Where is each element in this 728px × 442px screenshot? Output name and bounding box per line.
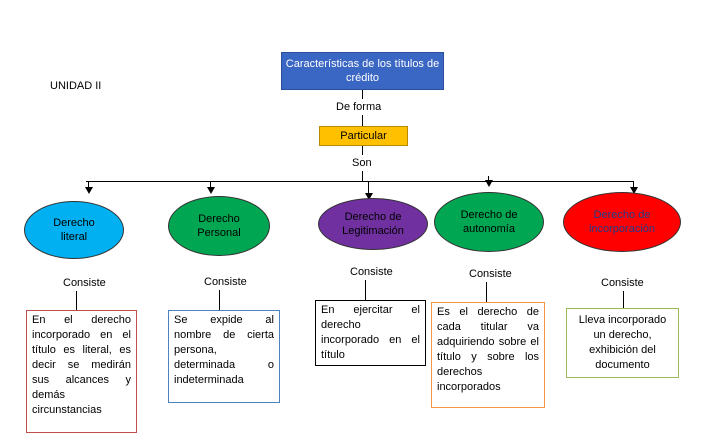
link-label: Consiste (350, 266, 393, 278)
link-label: Consiste (204, 276, 247, 288)
link-label: Consiste (63, 277, 106, 289)
arrow-head-icon (630, 187, 638, 194)
connector-label-de-forma: De forma (336, 101, 382, 113)
concept-label: Derecho de incorporación (588, 209, 656, 235)
connector-line (362, 115, 363, 126)
connector-line (362, 90, 363, 99)
arrow-head-icon (365, 193, 373, 200)
branch-drop (368, 181, 369, 195)
concept-derecho-legitimacion: Derecho de Legitimación (318, 198, 428, 250)
arrow-head-icon (207, 187, 215, 194)
arrow-head-icon (485, 180, 493, 187)
arrow-head-icon (85, 187, 93, 194)
branch-drop (488, 176, 489, 182)
description-box-personal: Se expide al nombre de cierta persona, d… (168, 310, 280, 403)
link-label: Consiste (469, 268, 512, 280)
concept-label: Derecho de Legitimación (342, 211, 404, 237)
unit-label: UNIDAD II (50, 80, 102, 92)
description-box-legitimacion: En ejercitar el derecho incorporado en e… (315, 300, 426, 366)
concept-label: Derecho literal (53, 217, 95, 243)
connector-label-son: Son (352, 157, 372, 169)
branch-drop (210, 181, 211, 189)
concept-label: Derecho Personal (197, 213, 241, 239)
concept-label: Derecho de autonomía (460, 209, 518, 235)
concept-derecho-autonomia: Derecho de autonomía (434, 192, 544, 252)
connector-line (362, 171, 363, 181)
particular-node: Particular (319, 126, 408, 146)
branch-drop (633, 181, 634, 189)
description-box-autonomia: Es el derecho de cada titular va adquiri… (431, 302, 545, 408)
concept-derecho-incorporacion: Derecho de incorporación (563, 192, 681, 252)
branch-drop (88, 181, 89, 189)
concept-derecho-personal: Derecho Personal (168, 196, 270, 256)
link-line (623, 291, 624, 308)
concept-derecho-literal: Derecho literal (24, 201, 124, 259)
link-line (219, 290, 220, 314)
branch-bar (86, 181, 634, 182)
connector-line (362, 146, 363, 155)
link-line (365, 280, 366, 300)
link-line (486, 282, 487, 302)
link-line (76, 291, 77, 315)
link-label: Consiste (601, 277, 644, 289)
description-box-literal: En el derecho incorporado en el título e… (26, 310, 137, 433)
main-title-node: Características de los títulos de crédit… (281, 52, 444, 90)
description-box-incorporacion: Lleva incorporado un derecho, exhibición… (566, 308, 679, 378)
